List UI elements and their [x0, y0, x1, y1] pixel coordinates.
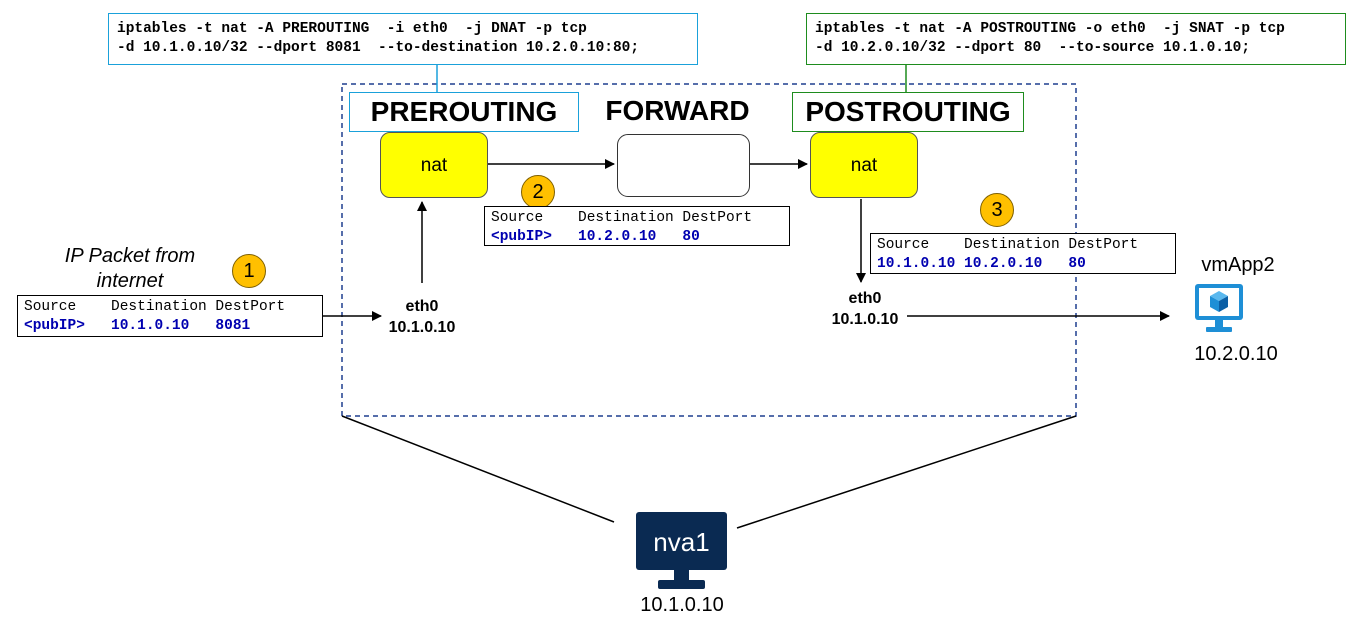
eth0-in-ip: 10.1.0.10 [388, 319, 456, 336]
nva-funnel-right [736, 415, 1077, 529]
step-1-badge: 1 [232, 254, 266, 288]
packet-step1: Source Destination DestPort <pubIP> 10.1… [17, 295, 323, 337]
postrouting-command-line1: iptables -t nat -A POSTROUTING -o eth0 -… [815, 21, 1285, 37]
packet-step2-values: <pubIP> 10.2.0.10 80 [491, 229, 700, 245]
packet-step3-header: Source Destination DestPort [877, 237, 1139, 253]
postrouting-nat-table: nat [810, 132, 918, 198]
prerouting-command-line1: iptables -t nat -A PREROUTING -i eth0 -j… [117, 21, 587, 37]
forward-table-box [617, 134, 750, 197]
vmapp2-label: vmApp2 [1201, 254, 1275, 276]
prerouting-chain-label: PREROUTING [349, 92, 579, 132]
eth0-in-interface: eth0 10.1.0.10 [372, 296, 472, 338]
forward-chain-label: FORWARD [590, 92, 765, 132]
vmapp2-ip: 10.2.0.10 [1194, 343, 1278, 365]
prerouting-command: iptables -t nat -A PREROUTING -i eth0 -j… [108, 13, 698, 65]
prerouting-nat-table: nat [380, 132, 488, 198]
packet-step2-header: Source Destination DestPort [491, 210, 753, 226]
nva1-ip: 10.1.0.10 [640, 594, 724, 616]
incoming-caption: IP Packet from internet [30, 244, 230, 294]
vm-cube-monitor-icon [1193, 282, 1245, 336]
eth0-out-interface: eth0 10.1.0.10 [815, 288, 915, 330]
eth0-out-ip: 10.1.0.10 [831, 311, 899, 328]
postrouting-command-line2: -d 10.2.0.10/32 --dport 80 --to-source 1… [815, 40, 1251, 56]
postrouting-command: iptables -t nat -A POSTROUTING -o eth0 -… [806, 13, 1346, 65]
prerouting-command-line2: -d 10.1.0.10/32 --dport 8081 --to-destin… [117, 40, 640, 56]
step-3-badge: 3 [980, 193, 1014, 227]
step-2-badge: 2 [521, 175, 555, 209]
packet-step1-header: Source Destination DestPort [24, 299, 286, 315]
eth0-in-name: eth0 [405, 298, 439, 315]
eth0-out-name: eth0 [848, 290, 882, 307]
packet-step2: Source Destination DestPort <pubIP> 10.2… [484, 206, 790, 246]
postrouting-chain-label: POSTROUTING [792, 92, 1024, 132]
packet-step3-values: 10.1.0.10 10.2.0.10 80 [877, 256, 1086, 272]
incoming-caption-line2: internet [96, 270, 164, 292]
packet-step1-values: <pubIP> 10.1.0.10 8081 [24, 318, 251, 334]
packet-step3: Source Destination DestPort 10.1.0.10 10… [870, 233, 1176, 274]
nva1-label: nva1 [653, 527, 710, 557]
monitor-icon [636, 512, 727, 592]
nva-funnel-left [341, 415, 615, 523]
incoming-caption-line1: IP Packet from [64, 245, 196, 267]
